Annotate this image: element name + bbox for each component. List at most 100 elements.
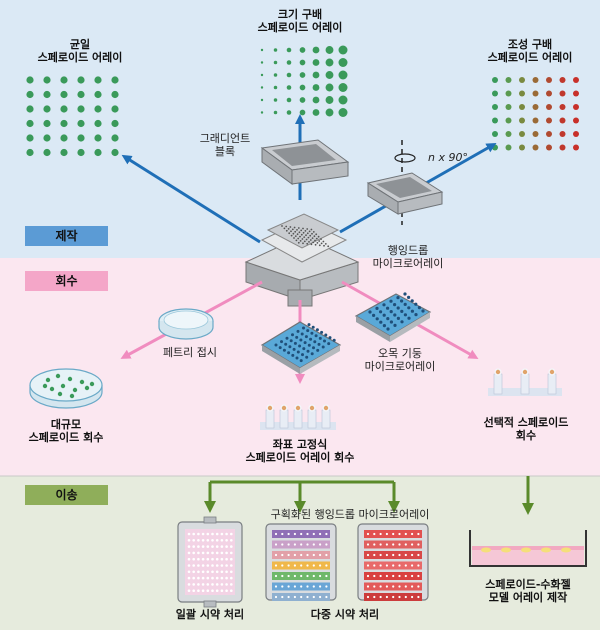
pillar-well — [410, 299, 414, 303]
spheroid — [273, 85, 278, 90]
strip-well — [417, 585, 420, 588]
plate-well — [288, 345, 292, 349]
spheroid — [77, 90, 85, 99]
spheroid — [519, 104, 525, 110]
pillar-well — [403, 313, 407, 317]
batch-well — [220, 576, 224, 580]
spheroid — [77, 148, 85, 157]
spheroid — [26, 76, 34, 84]
spheroid — [573, 77, 579, 83]
batch-well — [187, 589, 191, 592]
batch-well — [230, 564, 233, 567]
pillar-well — [400, 309, 404, 313]
plate-well — [291, 333, 294, 337]
batch-well — [197, 570, 200, 574]
plate-well — [282, 348, 286, 352]
batch-well — [192, 557, 195, 561]
device-hole — [312, 231, 315, 233]
device-hole — [311, 237, 314, 240]
spheroid — [546, 104, 552, 110]
spheroid — [495, 369, 501, 375]
plate-well — [315, 328, 319, 332]
batch-well — [215, 545, 219, 548]
pillar-well — [396, 306, 400, 310]
strip-well — [274, 553, 278, 557]
spheroid — [338, 70, 348, 80]
pillar — [265, 409, 275, 429]
batch-well — [192, 570, 195, 574]
batch-well — [201, 583, 205, 586]
strip-well — [293, 553, 296, 557]
spheroid — [505, 77, 512, 83]
batch-well — [197, 557, 200, 561]
batch-well — [206, 557, 210, 561]
device-hole — [327, 245, 330, 248]
strip-well — [379, 574, 382, 578]
strip-well — [385, 564, 388, 567]
batch-well — [211, 576, 214, 580]
spheroid — [55, 373, 61, 379]
rotated-gradient-block-icon — [366, 140, 444, 225]
spheroid — [323, 405, 329, 411]
batch-well — [230, 532, 233, 536]
pillar-well — [417, 306, 421, 310]
device-hole — [305, 234, 307, 237]
pillar-well — [407, 306, 411, 310]
spheroid — [505, 131, 512, 137]
spheroid — [546, 131, 552, 137]
rotation-label: n x 90° — [428, 151, 468, 164]
strip-well — [312, 543, 315, 546]
pillar — [493, 373, 503, 395]
strip-well — [300, 595, 303, 599]
device-hole — [308, 230, 311, 233]
batch-well — [230, 576, 233, 580]
batch-well — [206, 583, 210, 586]
strip-well — [379, 553, 382, 557]
spheroid — [532, 117, 539, 124]
plate-well — [292, 347, 296, 351]
plate-well — [287, 351, 291, 355]
device-hole — [283, 227, 286, 230]
plate-well — [302, 347, 306, 351]
spheroid — [492, 90, 498, 97]
spheroid — [77, 76, 85, 84]
plate-well — [306, 349, 310, 353]
plate-well — [293, 341, 297, 345]
spheroid — [559, 104, 566, 110]
strip-well — [281, 585, 284, 588]
transfer-tag: 이송 — [55, 488, 78, 502]
spheroid — [532, 77, 539, 83]
spheroid — [546, 77, 552, 83]
batch-well — [225, 570, 228, 574]
spheroid — [42, 383, 48, 389]
batch-well — [197, 532, 200, 536]
pillar-well — [403, 302, 407, 306]
strip-well — [398, 585, 401, 588]
pillar-well — [393, 323, 397, 327]
strip-well — [300, 574, 303, 578]
device-hole — [322, 240, 325, 243]
pillar-well — [400, 320, 404, 324]
strip-well — [385, 574, 388, 578]
plate-well — [307, 343, 311, 347]
spheroid — [325, 96, 334, 104]
device-hole — [289, 226, 292, 228]
plate-well — [306, 329, 310, 333]
strip-well — [306, 543, 309, 546]
strip-well — [287, 595, 290, 599]
spheroid — [312, 84, 320, 91]
spheroid — [111, 105, 119, 113]
transfer-tag-box — [25, 485, 108, 505]
strip-well — [398, 553, 401, 557]
spheroid — [57, 391, 63, 397]
spheroid — [519, 131, 525, 137]
strip-well — [373, 585, 376, 588]
strip-well — [325, 585, 328, 588]
strip-well — [274, 543, 278, 546]
spheroid — [84, 385, 90, 391]
batch-well — [220, 583, 224, 586]
multi-label: 다중 시약 처리 — [310, 608, 380, 621]
strip-well — [404, 574, 407, 578]
strip-well — [306, 532, 309, 536]
strip-well — [312, 585, 315, 588]
